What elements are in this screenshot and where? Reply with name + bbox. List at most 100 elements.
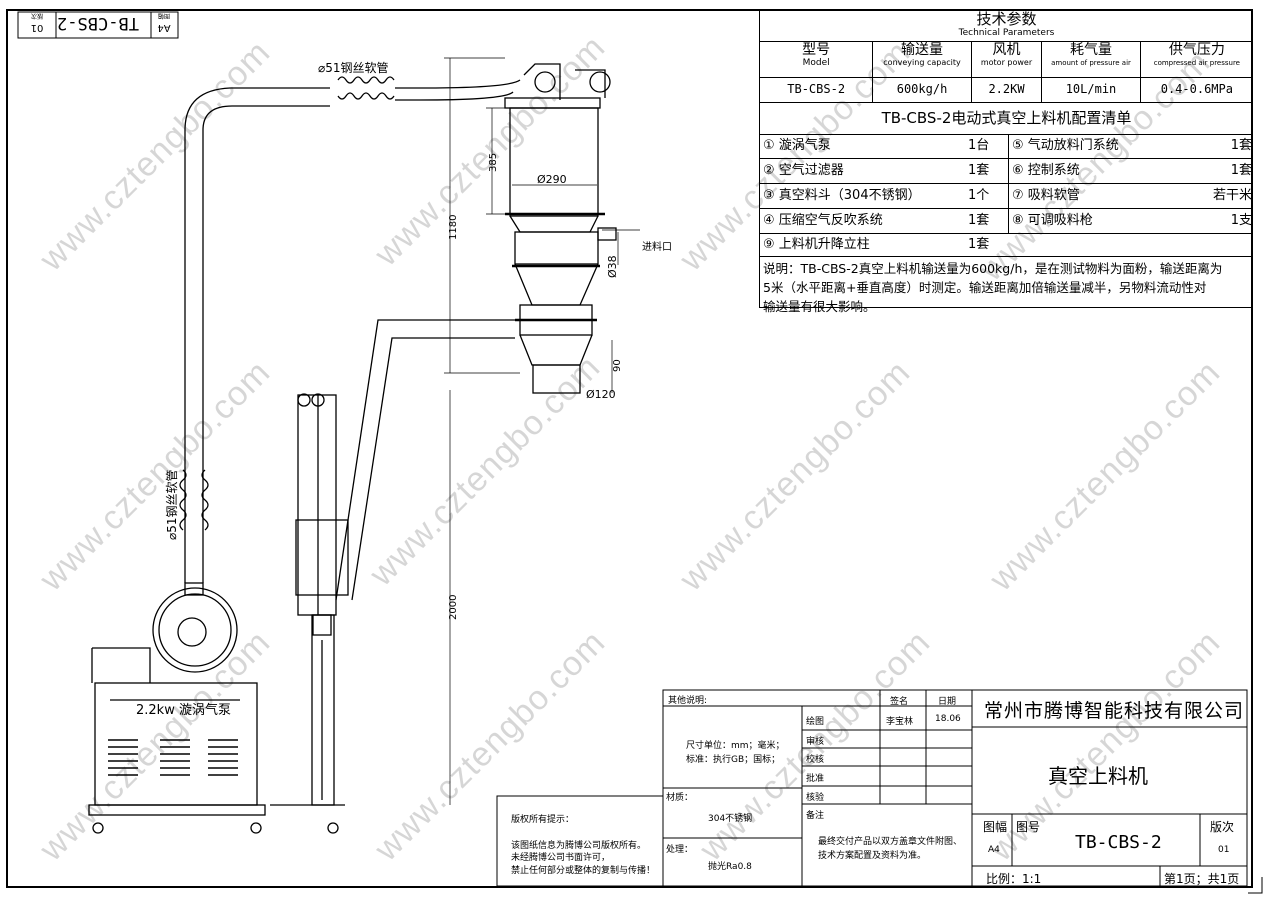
page-label: 第1页；共1页 bbox=[1164, 872, 1240, 886]
corner-size-label: 图幅 bbox=[158, 12, 170, 20]
param-header-pressure: 供气压力 compressed air pressure bbox=[1141, 41, 1253, 77]
tech-params-value-row: TB-CBS-2 600kg/h 2.2KW 10L/min 0.4-0.6MP… bbox=[760, 77, 1253, 103]
config-item-qty: 1套 bbox=[968, 159, 1009, 183]
version-label: 版次 bbox=[1210, 820, 1235, 834]
drawing-no-value: TB-CBS-2 bbox=[1075, 832, 1162, 853]
side-hose bbox=[179, 87, 330, 583]
tech-params-title-zh: 技术参数 bbox=[976, 10, 1037, 28]
sheet-size-value: A4 bbox=[988, 845, 1000, 855]
config-item-qty: 1套 bbox=[968, 237, 990, 252]
dim-d120: Ø120 bbox=[586, 388, 616, 401]
row-label-draw: 绘图 bbox=[806, 717, 825, 727]
config-item-qty: 1支 bbox=[1230, 213, 1252, 228]
config-item-name: ③ 真空料斗（304不锈钢） bbox=[763, 188, 921, 203]
config-item-qty: 1套 bbox=[1230, 163, 1252, 178]
vacuum-hopper bbox=[504, 63, 617, 394]
config-list-title: TB-CBS-2电动式真空上料机配置清单 bbox=[760, 102, 1253, 135]
material-value: 304不锈钢 bbox=[708, 814, 753, 824]
support-arm bbox=[335, 319, 515, 601]
process-label: 处理： bbox=[666, 845, 694, 855]
date-header: 日期 bbox=[938, 697, 957, 707]
param-header-zh: 风机 bbox=[992, 42, 1021, 58]
param-value: 600kg/h bbox=[873, 77, 972, 102]
dim-1180: 1180 bbox=[448, 215, 459, 240]
config-item-qty: 1台 bbox=[968, 134, 1009, 158]
product-name: 真空上料机 bbox=[1048, 764, 1148, 788]
dimension-lines bbox=[444, 57, 640, 805]
company-name: 常州市腾博智能科技有限公司 bbox=[984, 700, 1245, 722]
param-header-model: 型号 Model bbox=[760, 41, 874, 77]
config-note: 说明：TB-CBS-2真空上料机输送量为600kg/h，是在测试物料为面粉，输送… bbox=[760, 257, 1253, 318]
sheet-size-label: 图幅 bbox=[983, 820, 1008, 834]
sign-header: 签名 bbox=[890, 697, 909, 707]
corner-tag: TB-CBS-2 A4 图幅 01 版次 bbox=[17, 11, 179, 39]
tech-params-header-row: 型号 Model 输送量 conveying capacity 风机 motor… bbox=[760, 41, 1253, 78]
param-value: 2.2KW bbox=[972, 77, 1043, 102]
tech-params-title: 技术参数 Technical Parameters bbox=[760, 11, 1253, 42]
copyright-title: 版权所有提示： bbox=[511, 815, 575, 825]
config-row: ② 空气过滤器 1套 ⑥ 控制系统 1套 bbox=[760, 159, 1253, 184]
process-value: 抛光Ra0.8 bbox=[708, 862, 752, 872]
copyright-line: 未经腾博公司书面许可， bbox=[511, 853, 611, 863]
config-row: ① 漩涡气泵 1台 ⑤ 气动放料门系统 1套 bbox=[760, 134, 1253, 159]
corner-version-label: 版次 bbox=[31, 12, 43, 20]
top-hose bbox=[337, 76, 521, 101]
corner-size: A4 bbox=[157, 22, 170, 33]
scale-label: 比例：1:1 bbox=[986, 872, 1042, 886]
config-list: ① 漩涡气泵 1台 ⑤ 气动放料门系统 1套 ② 空气过滤器 1套 ⑥ 控制系统… bbox=[760, 134, 1253, 318]
config-item-qty: 1个 bbox=[968, 184, 1009, 208]
config-item-name: ① 漩涡气泵 bbox=[763, 138, 831, 153]
hose-side-label: ⌀51钢丝软管 bbox=[164, 470, 179, 541]
config-item-qty: 若干米 bbox=[1212, 188, 1252, 203]
machine-drawing bbox=[88, 63, 617, 834]
config-item-name: ⑧ 可调吸料枪 bbox=[1012, 213, 1093, 228]
config-row: ④ 压缩空气反吹系统 1套 ⑧ 可调吸料枪 1支 bbox=[760, 209, 1253, 234]
hose-top-label: ⌀51钢丝软管 bbox=[318, 60, 389, 75]
drawing-no-label: 图号 bbox=[1016, 820, 1041, 834]
config-item-name: ④ 压缩空气反吹系统 bbox=[763, 213, 883, 228]
row-label-approve: 批准 bbox=[806, 774, 825, 784]
config-note-line: 5米（水平距离+垂直高度）时测定。输送距离加倍输送量减半，另物料流动性对 bbox=[763, 280, 1207, 295]
config-item-name: ⑤ 气动放料门系统 bbox=[1012, 138, 1119, 153]
config-note-line: 说明：TB-CBS-2真空上料机输送量为600kg/h，是在测试物料为面粉，输送… bbox=[763, 261, 1223, 276]
tech-params-title-en: Technical Parameters bbox=[958, 28, 1055, 38]
dim-2000: 2000 bbox=[448, 595, 459, 620]
param-header-en: conveying capacity bbox=[883, 58, 961, 67]
dim-d38: Ø38 bbox=[606, 255, 619, 278]
row-label-verify: 核验 bbox=[806, 793, 825, 803]
config-item-qty: 1套 bbox=[1230, 138, 1252, 153]
pump-cabinet bbox=[94, 682, 258, 806]
param-header-en: compressed air pressure bbox=[1153, 59, 1240, 67]
remark-line: 技术方案配置及资料为准。 bbox=[818, 851, 927, 861]
config-row: ⑨ 上料机升降立柱 1套 bbox=[760, 234, 1253, 257]
draw-date: 18.06 bbox=[935, 714, 961, 724]
param-header-zh: 输送量 bbox=[901, 42, 944, 58]
param-header-en: amount of pressure air bbox=[1051, 59, 1131, 67]
remark-label: 备注 bbox=[806, 811, 825, 821]
inlet-label: 进料口 bbox=[642, 240, 672, 253]
param-value: 10L/min bbox=[1042, 77, 1141, 102]
corner-code: TB-CBS-2 bbox=[57, 13, 139, 33]
param-header-zh: 型号 bbox=[802, 42, 831, 58]
vent-grilles bbox=[108, 739, 238, 776]
config-item-name: ⑨ 上料机升降立柱 bbox=[763, 237, 870, 252]
config-item-name: ② 空气过滤器 bbox=[763, 163, 844, 178]
param-value: TB-CBS-2 bbox=[760, 77, 874, 102]
dim-385: 385 bbox=[488, 153, 499, 172]
copyright-line: 禁止任何部分或整体的复制与传播！ bbox=[511, 866, 656, 876]
title-block-lines bbox=[496, 689, 1248, 887]
copyright-line: 该图纸信息为腾博公司版权所有。 bbox=[511, 841, 647, 851]
config-item-name: ⑦ 吸料软管 bbox=[1012, 188, 1080, 203]
param-value: 0.4-0.6MPa bbox=[1160, 82, 1233, 96]
param-header-zh: 耗气量 bbox=[1070, 42, 1112, 58]
param-header-motor: 风机 motor power bbox=[972, 41, 1043, 77]
param-header-en: Model bbox=[802, 58, 830, 68]
corner-sheet: 01 bbox=[31, 22, 44, 33]
config-item-qty: 1套 bbox=[968, 209, 1009, 233]
other-notes-label: 其他说明: bbox=[668, 696, 708, 706]
tech-params-table: 技术参数 Technical Parameters 型号 Model 输送量 c… bbox=[759, 11, 1253, 314]
drawing-labels: ⌀51钢丝软管 ⌀51钢丝软管 2.2kw 漩涡气泵 进料口 385 1180 … bbox=[136, 60, 672, 718]
material-label: 材质： bbox=[666, 793, 694, 803]
config-item-name: ⑥ 控制系统 bbox=[1012, 163, 1080, 178]
